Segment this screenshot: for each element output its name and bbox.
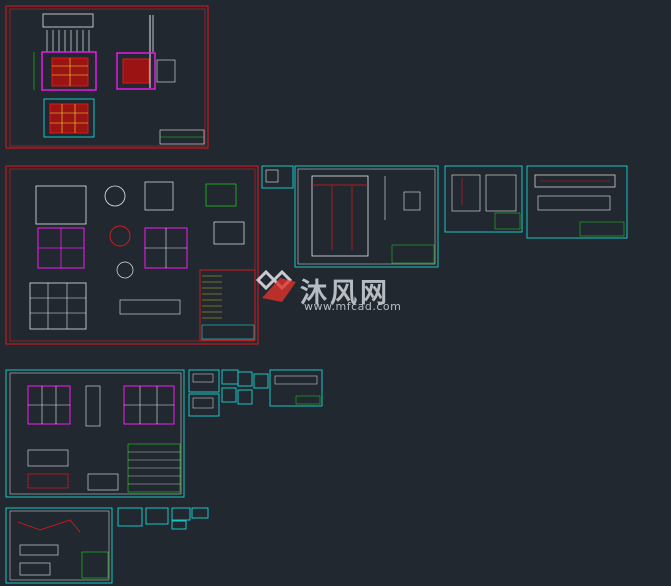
watermark-url: www.mfcad.com (304, 300, 402, 313)
drawing-sheet-20[interactable] (191, 507, 209, 519)
drawing-sheet-3[interactable] (261, 165, 294, 189)
drawing-sheet-8[interactable] (188, 369, 220, 393)
drawing-sheet-4[interactable] (294, 165, 439, 268)
drawing-sheet-15[interactable] (253, 373, 269, 389)
drawing-sheet-16[interactable] (5, 507, 113, 584)
drawing-sheet-13[interactable] (221, 387, 237, 403)
drawing-sheet-12[interactable] (237, 389, 253, 405)
drawing-sheet-19[interactable] (171, 507, 191, 521)
mfcad-logo-icon (255, 269, 296, 302)
drawing-sheet-9[interactable] (188, 393, 220, 417)
drawing-sheet-1[interactable] (5, 5, 209, 149)
drawing-sheet-7[interactable] (5, 369, 185, 498)
drawing-sheet-21[interactable] (171, 520, 187, 530)
watermark-site-name: 沐风网 (300, 278, 390, 309)
drawing-sheet-6[interactable] (526, 165, 628, 239)
drawing-sheet-11[interactable] (237, 371, 253, 387)
drawing-sheet-5[interactable] (444, 165, 523, 233)
drawing-sheet-17[interactable] (117, 507, 143, 527)
drawing-sheet-18[interactable] (145, 507, 169, 525)
drawing-sheet-14[interactable] (269, 369, 323, 407)
drawing-sheet-2[interactable] (5, 165, 259, 345)
